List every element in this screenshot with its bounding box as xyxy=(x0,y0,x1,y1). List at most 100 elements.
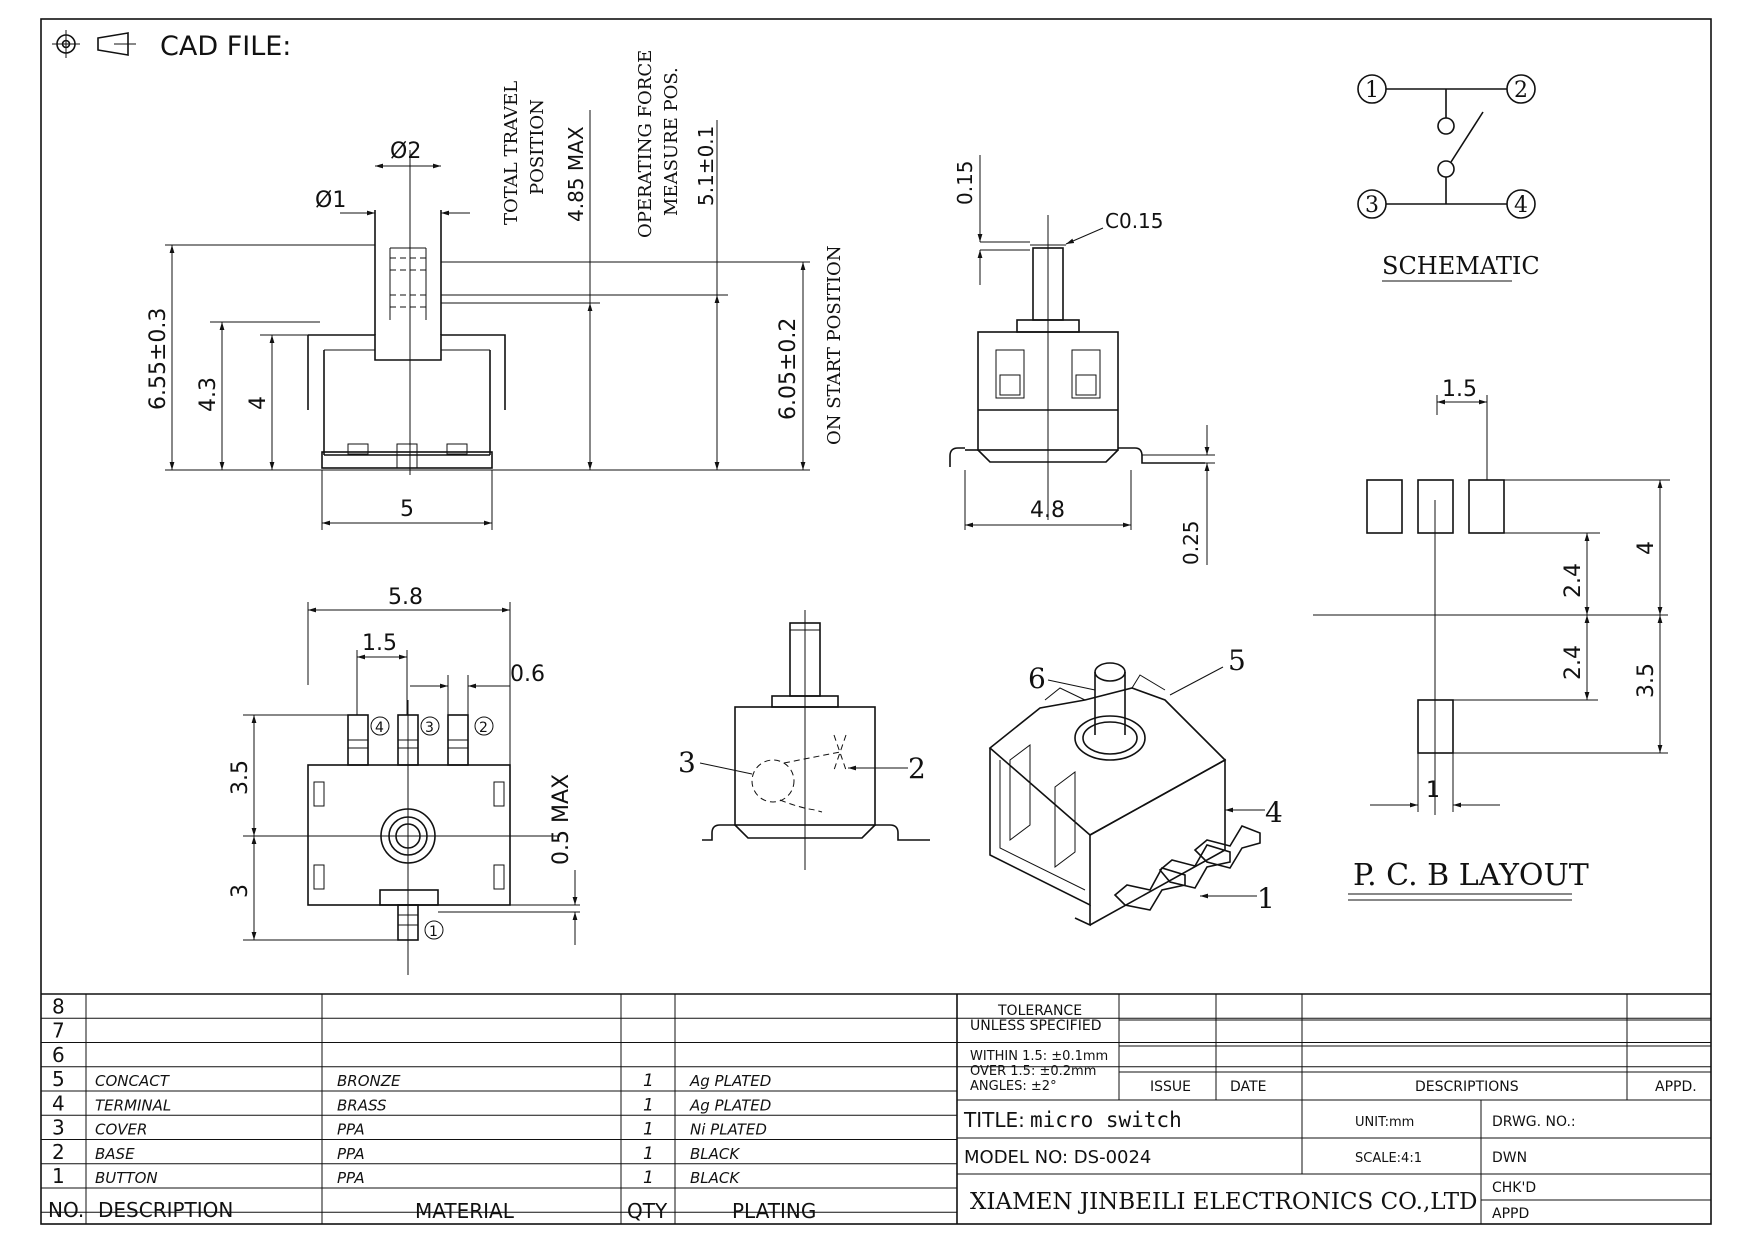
tol-over: OVER 1.5: ±0.2mm xyxy=(970,1064,1096,1079)
callout-3: 3 xyxy=(678,746,696,779)
date-header: DATE xyxy=(1230,1079,1266,1095)
drawing-number-label: DRWG. NO.: xyxy=(1492,1114,1576,1130)
projection-cone-icon xyxy=(97,32,136,56)
schematic-title: SCHEMATIC xyxy=(1382,252,1540,280)
bom-cell-material: PPA xyxy=(337,1169,365,1187)
pcb-pad-3 xyxy=(1468,479,1505,534)
bom-cell-no: 8 xyxy=(52,994,65,1018)
descriptions-header: DESCRIPTIONS xyxy=(1415,1079,1519,1095)
dim-3: 3 xyxy=(228,884,253,898)
section-view: 3 2 xyxy=(678,610,930,870)
dim-43: 4.3 xyxy=(196,377,221,412)
dim-015: 0.15 xyxy=(953,160,977,205)
op-force-label: OPERATING FORCE xyxy=(635,50,656,238)
bom-cell-no: 4 xyxy=(52,1091,65,1115)
side-view: 0.15 C0.15 4.8 0.25 xyxy=(949,155,1215,565)
pcb-dim-24b: 2.4 xyxy=(1561,645,1586,680)
pcb-title: P. C. B LAYOUT xyxy=(1353,858,1589,893)
bom-cell-desc: BASE xyxy=(95,1145,135,1163)
dim-605: 6.05±0.2 xyxy=(776,318,801,420)
checked-label: CHK'D xyxy=(1492,1180,1536,1196)
terminal-2-label: 2 xyxy=(1514,78,1528,103)
tol-within: WITHIN 1.5: ±0.1mm xyxy=(970,1049,1108,1064)
bom-cell-no: 6 xyxy=(52,1043,65,1067)
approved-label: APPD xyxy=(1492,1206,1529,1222)
bom-cell-no: 7 xyxy=(52,1019,65,1043)
bom-cell-desc: CONCACT xyxy=(95,1072,171,1090)
bom-cell-material: BRONZE xyxy=(337,1072,401,1090)
terminal-1-label: 1 xyxy=(1365,78,1379,103)
tol-line2: UNLESS SPECIFIED xyxy=(970,1018,1101,1034)
terminal-4-label: 4 xyxy=(1514,193,1528,218)
pcb-dim-24a: 2.4 xyxy=(1561,563,1586,598)
bom-cell-qty: 1 xyxy=(643,1168,654,1188)
appd-header: APPD. xyxy=(1655,1079,1697,1095)
company-name: XIAMEN JINBEILI ELECTRONICS CO.,LTD xyxy=(970,1189,1477,1215)
bom-cell-plating: BLACK xyxy=(690,1169,740,1187)
cad-file-label: CAD FILE: xyxy=(160,31,291,62)
header: CAD FILE: xyxy=(52,30,291,62)
bom-cell-material: PPA xyxy=(337,1145,365,1163)
bom-cell-plating: Ag PLATED xyxy=(689,1096,771,1114)
dim-dia1: Ø1 xyxy=(315,188,346,213)
bom-header-material: MATERIAL xyxy=(415,1199,515,1223)
pcb-dim-4: 4 xyxy=(1634,541,1659,555)
crosshair-icon xyxy=(52,30,80,58)
sheet-border xyxy=(40,18,1712,1225)
bom-cell-qty: 1 xyxy=(643,1120,654,1140)
drawn-by-label: DWN xyxy=(1492,1150,1527,1166)
pin-2-label: 2 xyxy=(479,720,488,736)
title-value: micro switch xyxy=(1030,1108,1182,1132)
title-label: TITLE: xyxy=(963,1108,1025,1132)
chamfer-label: C0.15 xyxy=(1105,209,1164,233)
op-force-measure: MEASURE POS. xyxy=(661,67,682,216)
dim-48: 4.8 xyxy=(1030,498,1065,523)
dim-025: 0.25 xyxy=(1179,520,1203,565)
model-number: MODEL NO: DS-0024 xyxy=(964,1147,1151,1168)
total-travel-value: 4.85 MAX xyxy=(564,126,588,222)
pin-4-label: 4 xyxy=(375,720,384,736)
callout-1: 1 xyxy=(1257,882,1275,915)
bom-cell-desc: TERMINAL xyxy=(95,1096,171,1114)
bom-cell-plating: Ag PLATED xyxy=(689,1072,771,1090)
bom-cell-no: 3 xyxy=(52,1116,65,1140)
dim-655: 6.55±0.3 xyxy=(146,308,171,410)
dim-5: 5 xyxy=(400,497,414,522)
callout-4: 4 xyxy=(1265,796,1283,829)
callout-2: 2 xyxy=(908,752,926,785)
dim-58: 5.8 xyxy=(388,585,423,610)
unit-label: UNIT:mm xyxy=(1355,1115,1414,1130)
pcb-dim-15: 1.5 xyxy=(1442,377,1477,402)
bom-cell-no: 1 xyxy=(52,1164,65,1188)
front-view: Ø2 Ø1 6.55±0.3 4.3 4 6.05±0.2 ON START P… xyxy=(146,50,845,530)
issue-header: ISSUE xyxy=(1150,1079,1191,1095)
bom-header-qty: QTY xyxy=(627,1199,668,1223)
pin-3-label: 3 xyxy=(425,720,434,736)
total-travel-position: POSITION xyxy=(527,99,548,195)
dim-4: 4 xyxy=(246,396,271,410)
bom-header-desc: DESCRIPTION xyxy=(98,1198,233,1222)
pcb-pad-1 xyxy=(1366,479,1403,534)
iso-view: 6 5 4 1 xyxy=(988,644,1283,927)
callout-5: 5 xyxy=(1228,644,1246,677)
dim-35: 3.5 xyxy=(228,760,253,795)
pcb-dim-1: 1 xyxy=(1426,778,1440,803)
bom-cell-qty: 1 xyxy=(643,1071,654,1091)
title-block: TOLERANCE UNLESS SPECIFIED WITHIN 1.5: ±… xyxy=(957,994,1711,1224)
pcb-layout: 1.5 1 2.4 2.4 4 3.5 P. C. B LAYOUT xyxy=(1313,377,1670,901)
bom-header-no: NO. xyxy=(48,1198,84,1222)
bom-cell-desc: BUTTON xyxy=(95,1169,158,1187)
bom-cell-desc: COVER xyxy=(95,1121,147,1139)
pin-1-label: 1 xyxy=(429,924,438,940)
tol-angles: ANGLES: ±2° xyxy=(970,1079,1057,1094)
scale-label: SCALE:4:1 xyxy=(1355,1151,1422,1166)
dim-15: 1.5 xyxy=(362,631,397,656)
callout-6: 6 xyxy=(1028,662,1046,695)
tol-line1: TOLERANCE xyxy=(997,1003,1082,1019)
op-force-value: 5.1±0.1 xyxy=(694,126,718,206)
bom-header-plating: PLATING xyxy=(732,1199,816,1223)
bom-cell-no: 2 xyxy=(52,1140,65,1164)
bom-cell-qty: 1 xyxy=(643,1144,654,1164)
